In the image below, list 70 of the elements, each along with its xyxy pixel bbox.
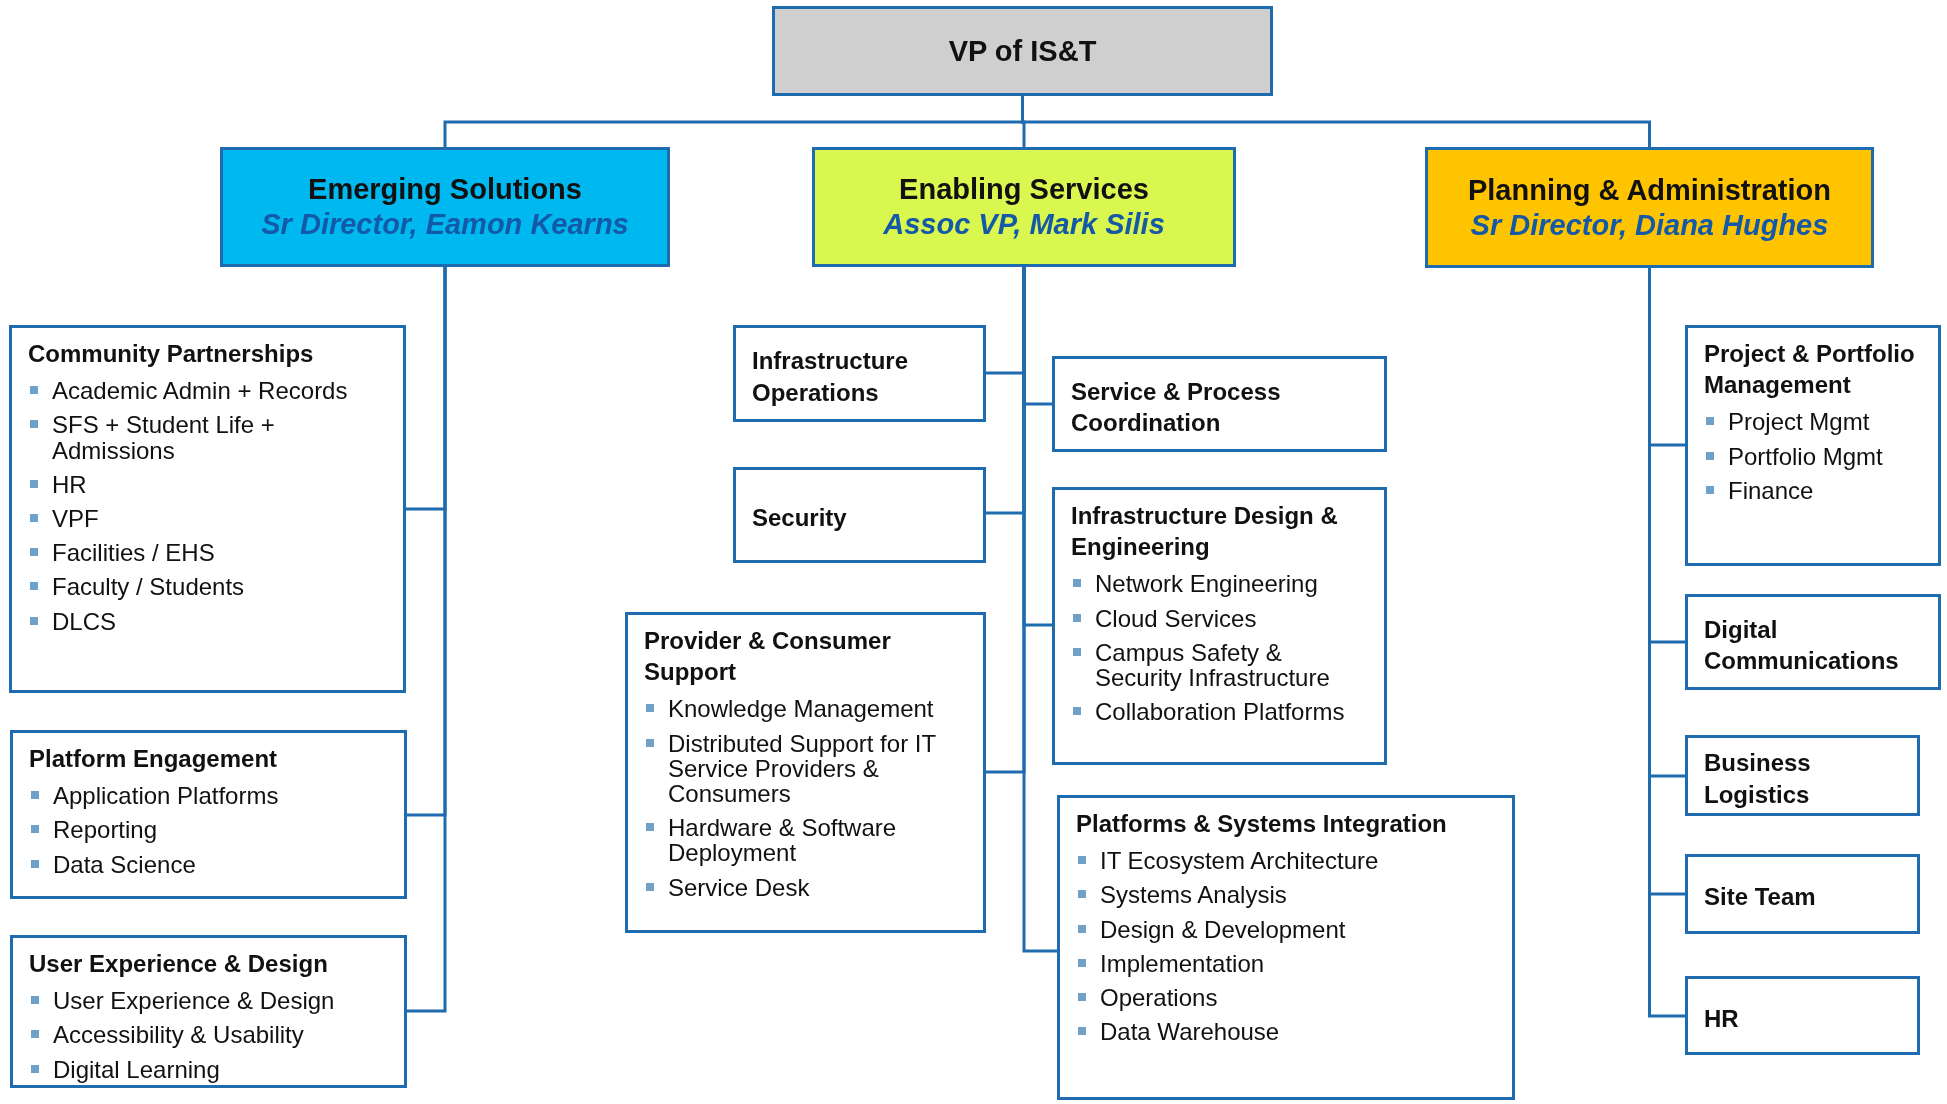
unit-box [1685,325,1941,566]
list-item: Data Warehouse [1076,1019,1498,1045]
list-item: Cloud Services [1071,605,1370,631]
department-name: Enabling Services [899,172,1149,207]
unit-box [1685,854,1920,934]
director-name: Sr Director, Eamon Kearns [261,207,629,242]
list-item: VPF [28,505,389,532]
list-item: Campus Safety & Security Infrastructure [1071,639,1370,691]
unit-box [733,325,986,422]
list-item: Operations [1076,984,1498,1011]
unit-name: Infrastructure Design & Engineering [1071,501,1339,563]
unit-box [1685,594,1941,690]
department-name: Planning & Administration [1467,172,1831,208]
list-item: Design & Development [1076,916,1498,942]
list-item: Systems Analysis [1076,882,1498,908]
connector-line [407,267,447,1013]
unit-name: Business Logistics [1704,748,1812,810]
unit-name: Infrastructure Operations [752,346,910,408]
org-box [220,147,670,267]
list-item: Collaboration Platforms [1071,699,1370,725]
unit-name: User Experience & Design [29,949,329,979]
unit-name: Site Team [1704,882,1817,913]
list-item: Portfolio Mgmt [1704,443,1924,469]
list-item: Data Science [29,851,390,877]
list-item: Academic Admin + Records [28,378,389,404]
list-item: Distributed Support for IT Service Providers & Consumers [644,730,969,807]
list-item: Knowledge Management [644,696,969,722]
list-item: Digital Learning [29,1056,390,1082]
title-text: VP of IS&T [948,34,1097,68]
list-item: Project Mgmt [1704,409,1924,435]
director-name: Assoc VP, Mark Silis [883,207,1165,242]
list-item: Hardware & Software Deployment [644,815,969,866]
unit-box [1685,976,1920,1055]
list-item: Faculty / Students [28,574,389,600]
unit-box [1057,795,1515,1100]
list-item: Implementation [1076,950,1498,976]
unit-name: Digital Communications [1704,614,1900,676]
unit-name: Project & Portfolio Management [1704,339,1916,401]
list-item: HR [28,471,389,497]
list-item: IT Ecosystem Architecture [1076,848,1498,874]
unit-box [1052,487,1387,765]
unit-name: Platform Engagement [29,744,279,774]
list-item: Network Engineering [1071,571,1370,597]
list-item: Service Desk [644,874,969,900]
unit-name: Platforms & Systems Integration [1076,809,1448,839]
unit-name: Provider & Consumer Support [644,626,892,688]
unit-name: HR [1704,1003,1740,1034]
list-item: Accessibility & Usability [29,1022,390,1048]
org-box [812,147,1236,267]
unit-box [10,935,407,1088]
unit-box [625,612,986,933]
list-item: Reporting [29,817,390,843]
unit-name: Community Partnerships [28,339,315,369]
unit-name: Service & Process Coordination [1071,376,1282,438]
org-box [1425,147,1874,268]
unit-box [10,730,407,899]
list-item: User Experience & Design [29,988,390,1014]
director-name: Sr Director, Diana Hughes [1470,207,1829,243]
list-item: Finance [1704,477,1924,503]
unit-box [1685,735,1920,816]
unit-box [1052,356,1387,452]
department-name: Emerging Solutions [308,172,582,207]
unit-name: Security [752,503,848,534]
unit-box [733,467,986,563]
list-item: Facilities / EHS [28,540,389,566]
list-item: DLCS [28,608,389,634]
unit-box [9,325,406,693]
org-box [772,6,1273,96]
list-item: Application Platforms [29,783,390,809]
list-item: SFS + Student Life + Admissions [28,412,389,463]
